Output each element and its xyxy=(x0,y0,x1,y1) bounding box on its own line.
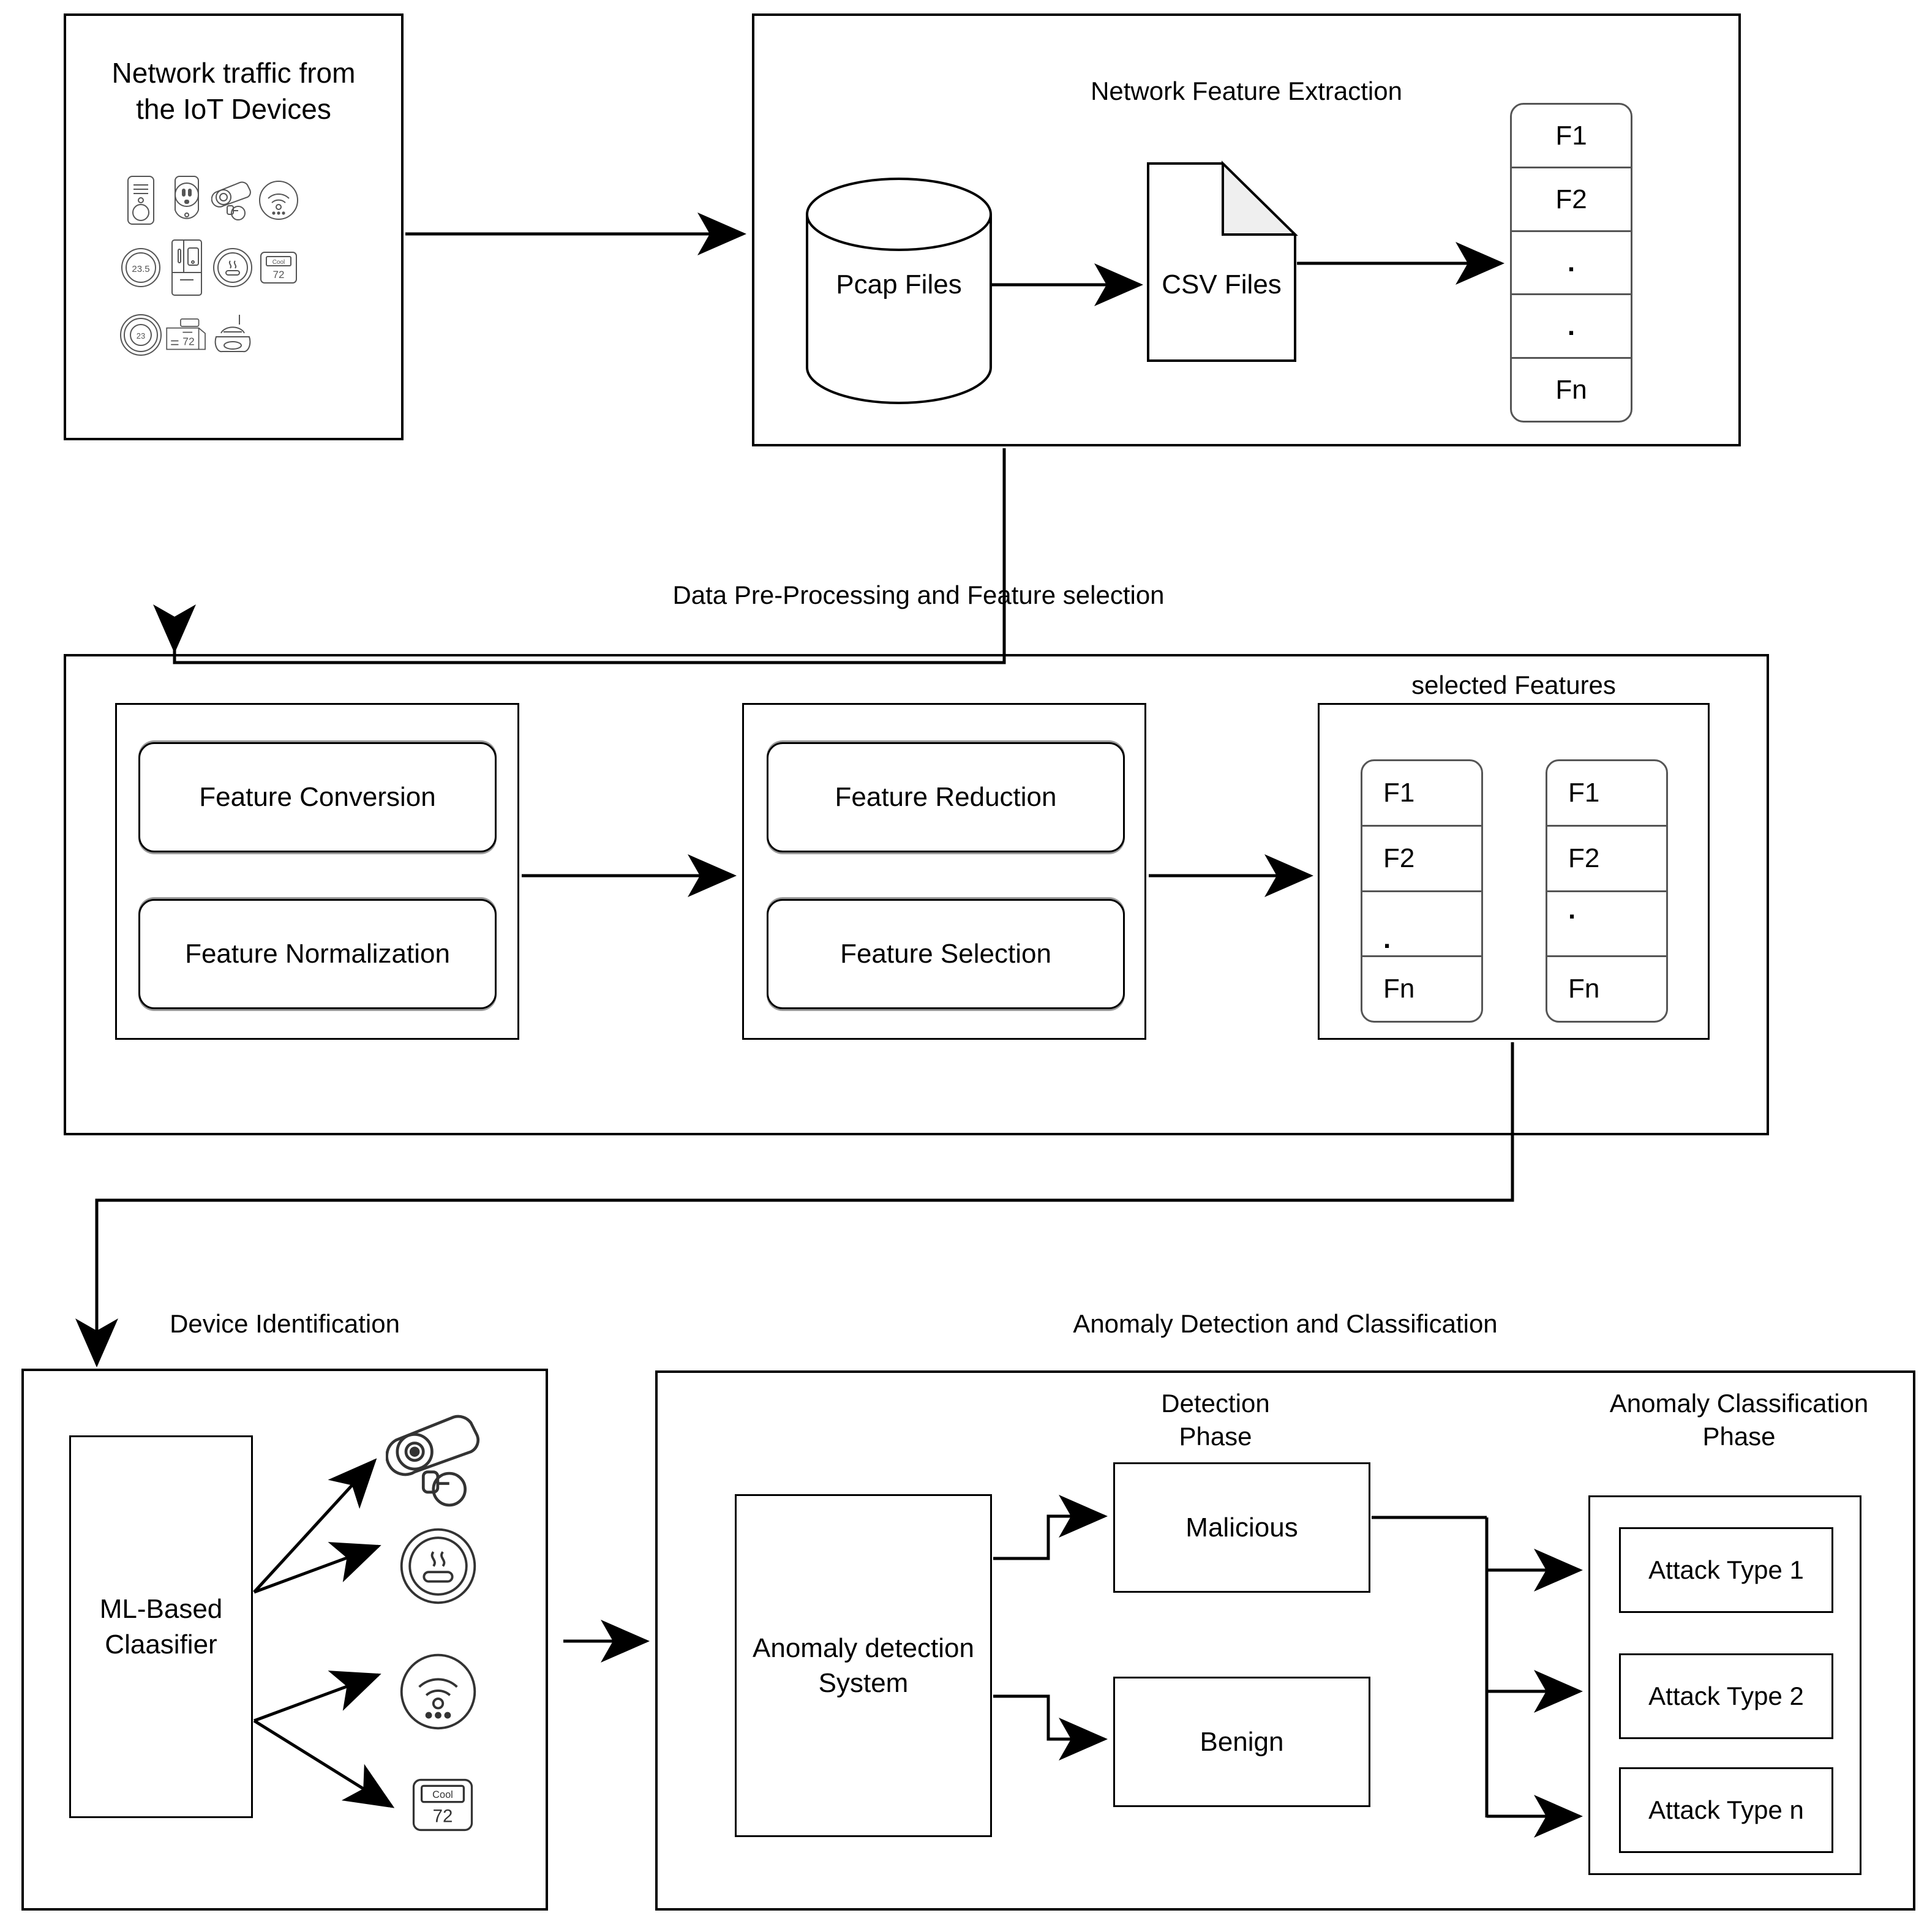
feature-row: F2 xyxy=(1362,827,1481,892)
nest-thermostat-icon: 23 xyxy=(118,301,163,369)
feature-row: F1 xyxy=(1512,105,1631,168)
extracted-feature-stack: F1 F2 . . Fn xyxy=(1510,103,1632,423)
pcap-files-label: Pcap Files xyxy=(836,269,962,300)
security-camera-icon xyxy=(209,167,255,234)
attack-type-1-box[interactable]: Attack Type 1 xyxy=(1619,1527,1833,1613)
ml-classifier-box[interactable]: ML-Based Claasifier xyxy=(69,1435,253,1818)
iot-device-icon-grid: 23.5 Cool 72 xyxy=(118,167,301,369)
output-smart-cooker-icon xyxy=(397,1525,479,1607)
wifi-router-icon xyxy=(255,167,301,234)
feature-row: . xyxy=(1362,892,1481,958)
attack-type-2-box[interactable]: Attack Type 2 xyxy=(1619,1653,1833,1739)
benign-box[interactable]: Benign xyxy=(1113,1677,1370,1807)
svg-text:72: 72 xyxy=(433,1806,453,1826)
selected-feature-stack: F1 F2 . Fn xyxy=(1361,759,1483,1023)
feature-row: . xyxy=(1512,232,1631,296)
preprocessing-title: Data Pre-Processing and Feature selectio… xyxy=(672,581,1165,609)
svg-text:72: 72 xyxy=(272,269,284,280)
output-security-camera-icon xyxy=(386,1405,487,1513)
feature-row: . xyxy=(1512,295,1631,359)
anomaly-detection-title: Anomaly Detection and Classification xyxy=(1073,1309,1498,1338)
feature-row: F2 xyxy=(1512,168,1631,232)
thermostat-panel-icon: Cool 72 xyxy=(255,234,301,301)
smart-cooker-icon xyxy=(209,234,255,301)
svg-text:23.5: 23.5 xyxy=(132,264,149,274)
svg-text:Cool: Cool xyxy=(432,1789,453,1800)
selected-features-title: selected Features xyxy=(1411,671,1616,699)
anomaly-detection-system-box[interactable]: Anomaly detection System xyxy=(735,1494,992,1837)
svg-text:23: 23 xyxy=(136,331,145,340)
feature-reduction-card[interactable]: Feature Reduction xyxy=(767,742,1125,852)
feature-row: Fn xyxy=(1568,974,1600,1004)
network-feature-extraction-title: Network Feature Extraction xyxy=(1091,77,1402,105)
iot-traffic-box xyxy=(64,13,404,440)
iot-traffic-title: Network traffic from the IoT Devices xyxy=(111,57,356,125)
feature-conversion-card[interactable]: Feature Conversion xyxy=(138,742,497,852)
csv-files-label: CSV Files xyxy=(1162,269,1282,300)
output-thermostat-panel-icon: Cool 72 xyxy=(409,1776,476,1834)
malicious-box[interactable]: Malicious xyxy=(1113,1462,1370,1593)
classification-phase-title: Anomaly Classification Phase xyxy=(1609,1389,1869,1451)
smart-plug-icon xyxy=(163,167,209,234)
selected-feature-stack: F1 F2 . Fn xyxy=(1546,759,1668,1023)
attack-type-n-box[interactable]: Attack Type n xyxy=(1619,1767,1833,1853)
feature-row: F1 xyxy=(1547,761,1666,827)
svg-text:Cool: Cool xyxy=(272,259,285,266)
smart-printer-icon: 72 xyxy=(163,301,209,369)
feature-row: Fn xyxy=(1555,374,1587,405)
feature-normalization-card[interactable]: Feature Normalization xyxy=(138,899,497,1009)
feature-row: Fn xyxy=(1383,974,1415,1004)
svg-text:72: 72 xyxy=(182,336,194,348)
smart-speaker-icon xyxy=(118,167,163,234)
arrow-extraction-to-preprocessing xyxy=(173,448,1006,664)
feature-row: F1 xyxy=(1362,761,1481,827)
robot-vacuum-icon xyxy=(209,301,255,369)
feature-selection-card[interactable]: Feature Selection xyxy=(767,899,1125,1009)
thermostat-dial-icon: 23.5 xyxy=(118,234,163,301)
device-identification-title: Device Identification xyxy=(170,1309,400,1338)
detection-phase-title: Detection Phase xyxy=(1161,1389,1270,1451)
feature-row: . xyxy=(1547,892,1666,958)
smart-fridge-icon xyxy=(163,234,209,301)
feature-row: F2 xyxy=(1547,827,1666,892)
output-wifi-router-icon xyxy=(397,1650,479,1733)
